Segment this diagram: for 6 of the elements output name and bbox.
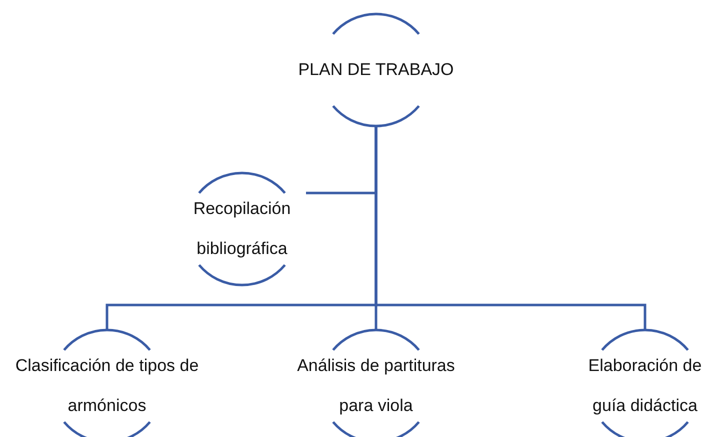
connector-line <box>374 126 646 330</box>
node-label: Elaboración de guía didáctica <box>587 355 703 417</box>
node-label: Clasificación de tipos de armónicos <box>14 355 200 417</box>
node-label: Análisis de partituras para viola <box>296 355 456 417</box>
node-label: Recopilación bibliográfica <box>192 198 292 260</box>
node-label: PLAN DE TRABAJO <box>297 59 455 81</box>
